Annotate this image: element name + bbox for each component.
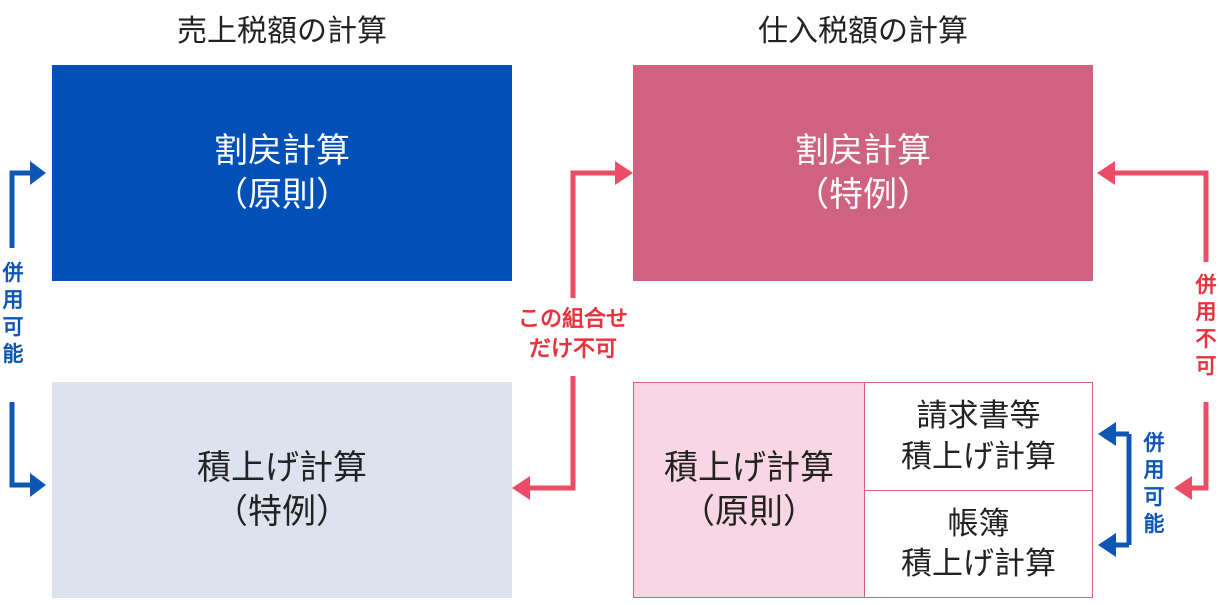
sales-tsumiage-label: 積上げ計算: [197, 447, 367, 488]
arrow-head-left-icon: [512, 476, 530, 500]
subbox-combinable-label: 併 用 可 能: [1143, 432, 1165, 536]
arrow-head-right-icon: [30, 473, 46, 497]
forbidden-combination-label: この組合せ だけ不可: [491, 304, 655, 364]
sales-warimodoshi-label: 割戻計算: [214, 130, 350, 171]
purchase-warimodoshi-sublabel: （特例）: [795, 175, 931, 215]
sales-warimodoshi-sublabel: （原則）: [214, 175, 350, 215]
purchase-tsumiage-label: 積上げ計算: [664, 447, 834, 488]
arrow-head-right-icon: [30, 161, 46, 185]
arrow-head-left-icon: [1098, 422, 1116, 446]
invoice-tsumiage-label: 請求書等: [916, 398, 1041, 435]
sales-combinable-label: 併 用 可 能: [0, 260, 26, 368]
ledger-tsumiage-label: 帳簿: [947, 505, 1010, 542]
purchase-warimodoshi-box: 割戻計算 （特例）: [633, 65, 1093, 281]
purchase-tsumiage-sublabel: （原則）: [681, 492, 817, 532]
sales-combinable-arrow: [9, 170, 32, 488]
sales-warimodoshi-box: 割戻計算 （原則）: [52, 65, 512, 281]
arrow-head-left-icon: [1097, 161, 1115, 185]
arrow-head-left-icon: [1098, 533, 1116, 557]
purchase-not-combinable-arrow: [1113, 170, 1209, 491]
sales-tax-title: 売上税額の計算: [177, 14, 387, 49]
purchase-tsumiage-box: 積上げ計算 （原則）: [633, 382, 864, 598]
arrow-head-right-icon: [615, 161, 633, 185]
sales-tsumiage-box: 積上げ計算 （特例）: [52, 382, 512, 598]
invoice-tsumiage-sublabel: 積上げ計算: [901, 438, 1056, 475]
purchase-tax-title: 仕入税額の計算: [758, 14, 968, 49]
purchase-not-combinable-label: 併 用 不 可: [1193, 272, 1219, 380]
forbidden-combination-arrow: [528, 170, 617, 491]
ledger-tsumiage-box: 帳簿 積上げ計算: [864, 490, 1093, 598]
ledger-tsumiage-sublabel: 積上げ計算: [901, 546, 1056, 582]
purchase-warimodoshi-label: 割戻計算: [795, 130, 931, 171]
arrow-head-left-icon: [1174, 476, 1192, 500]
sales-tsumiage-sublabel: （特例）: [214, 492, 350, 532]
